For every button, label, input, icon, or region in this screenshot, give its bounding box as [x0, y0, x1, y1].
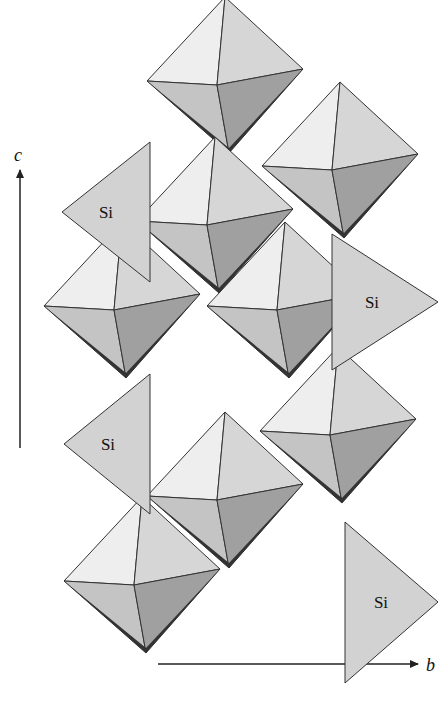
atom-label: Si [99, 204, 113, 221]
octahedron-face [262, 82, 340, 170]
tetrahedron-outline [343, 520, 440, 685]
octahedron-face [207, 222, 285, 310]
octahedron-face [114, 294, 200, 378]
axis-label: b [426, 656, 435, 674]
octahedron-face [147, 0, 225, 85]
c-axis-arrow [19, 170, 21, 448]
octahedron-face [332, 154, 418, 238]
octahedron-face [134, 569, 220, 653]
atom-label: Si [374, 594, 388, 611]
tetrahedron-face [64, 374, 150, 514]
axis-label: c [14, 146, 22, 164]
b-axis-arrow [158, 663, 418, 665]
octahedron-face [217, 484, 303, 568]
octahedron-face [260, 347, 338, 435]
octahedron-face [64, 497, 142, 585]
tetrahedron-face [62, 142, 150, 282]
octahedron-face [147, 412, 225, 500]
tetrahedron-outline [330, 232, 440, 372]
tetrahedron: Si [62, 372, 152, 516]
octahedron-face [330, 419, 416, 503]
octahedron-shadow [147, 69, 303, 153]
atom-label: Si [365, 294, 379, 311]
tetrahedron-face [345, 522, 438, 683]
octahedron-shadow [64, 569, 220, 653]
tetrahedron: Si [330, 232, 440, 372]
tetrahedron: Si [343, 520, 440, 685]
tetrahedron-face [332, 234, 438, 370]
atom-label: Si [101, 436, 115, 453]
tetrahedron: Si [60, 140, 152, 284]
octahedron-shadow [44, 294, 200, 378]
